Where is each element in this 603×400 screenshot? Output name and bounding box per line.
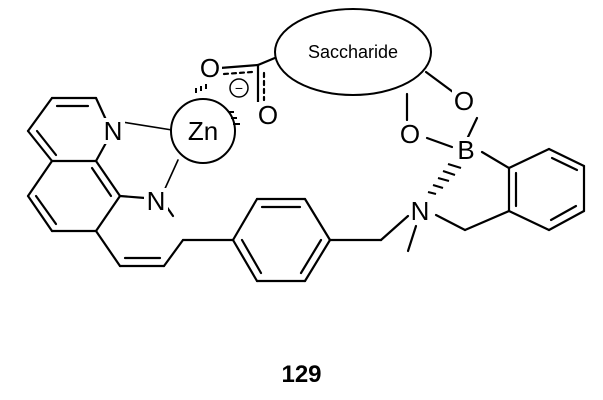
zinc-label: Zn: [188, 116, 218, 146]
saccharide-ellipse: [274, 8, 432, 96]
boronate-o-lower: O: [400, 119, 420, 149]
phenanthroline-central-ring: [26, 159, 122, 233]
boronate-o-upper: O: [454, 86, 474, 116]
carboxylate-o-upper: O: [200, 53, 220, 83]
carboxylate-charge: −: [235, 80, 243, 96]
phenanthroline-right-ring: [94, 194, 185, 268]
phenylene-linker-ring: [181, 197, 410, 283]
boronic-aryl-ring: [434, 147, 586, 232]
carboxylate-o-lower: O: [258, 100, 278, 130]
zinc-coordination-bonds: [121, 121, 179, 194]
phen-n-top: N: [104, 116, 123, 146]
n-b-dative-bond: [427, 163, 462, 195]
n-methyl-bond: [406, 224, 418, 253]
boron-atom: B: [457, 135, 474, 165]
boronate-ester-bonds: [405, 70, 479, 149]
saccharide-label: Saccharide: [308, 42, 398, 62]
phen-n-bottom: N: [147, 186, 166, 216]
zinc-circle: [170, 98, 236, 164]
amine-n: N: [411, 196, 430, 226]
carboxylate-charge-circle: [229, 78, 249, 98]
phenanthroline-left-ring: [26, 96, 109, 163]
compound-number: 129: [281, 361, 322, 388]
carboxylate-group: [195, 53, 284, 125]
